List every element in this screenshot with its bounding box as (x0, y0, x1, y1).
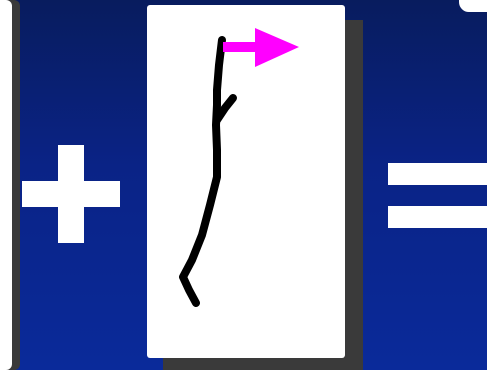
plus-sign-icon (22, 145, 120, 243)
arrow-right-icon (223, 28, 299, 67)
black-stroke-line (183, 40, 222, 303)
arrow-shaft (223, 42, 259, 52)
plus-vertical-bar (58, 145, 84, 243)
stick-drawing (147, 5, 345, 358)
equals-bottom-bar (388, 206, 487, 228)
equals-top-bar (388, 163, 487, 185)
arrow-head (255, 28, 299, 67)
left-card (0, 0, 12, 370)
top-right-corner-peek (459, 0, 487, 12)
equals-sign-icon (388, 163, 487, 228)
